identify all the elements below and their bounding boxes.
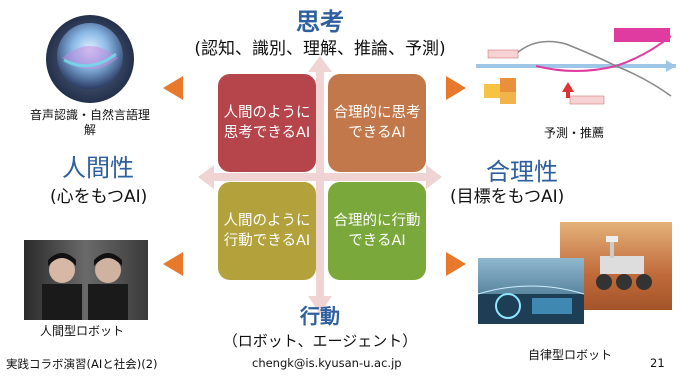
left-axis-title: 人間性 xyxy=(62,154,134,182)
horizontal-axis-arrow-right xyxy=(426,165,442,189)
arrow-right-bottom-icon xyxy=(446,252,466,276)
bottom-axis-subtitle: （ロボット、エージェント） xyxy=(222,332,418,350)
quadrant-act-humanly: 人間のように行動できるAI xyxy=(218,182,316,280)
arrow-left-bottom-icon xyxy=(163,252,183,276)
vertical-axis-arrow-up xyxy=(308,56,332,72)
arrow-right-top-icon xyxy=(446,76,466,100)
vertical-axis-bar xyxy=(316,70,324,298)
two-people-icon xyxy=(42,253,128,320)
siri-caption: 音声認識・自然言語理解 xyxy=(30,108,151,137)
siri-image xyxy=(40,14,140,104)
horizontal-axis-bar xyxy=(210,173,432,181)
right-axis-subtitle: (目標をもつAI) xyxy=(450,187,565,207)
right-axis-title: 合理性 xyxy=(486,158,558,186)
car-dashboard-image xyxy=(478,258,584,324)
arrow-left-top-icon xyxy=(163,76,183,100)
humanoid-robot-image xyxy=(24,240,148,320)
quadrant-think-rationally: 合理的に思考できるAI xyxy=(328,74,426,172)
top-axis-subtitle: (認知、識別、理解、推論、予測) xyxy=(194,39,446,59)
siri-orb-icon xyxy=(46,15,134,103)
prediction-graph-icon xyxy=(476,28,676,105)
prediction-diagram-image xyxy=(476,26,676,122)
vertical-axis-arrow-down xyxy=(308,296,332,314)
quadrant-think-humanly: 人間のように思考できるAI xyxy=(218,74,316,172)
horizontal-axis-arrow-left xyxy=(198,165,214,189)
prediction-caption: 予測・推薦 xyxy=(544,126,605,140)
footer-course-title: 実践コラボ演習(AIと社会)(2) xyxy=(6,357,158,371)
quadrant-act-rationally: 合理的に行動できるAI xyxy=(328,182,426,280)
left-axis-subtitle: (心をもつAI) xyxy=(50,187,148,207)
footer-email: chengk@is.kyusan-u.ac.jp xyxy=(252,356,402,370)
autonomous-caption: 自律型ロボット xyxy=(528,348,613,362)
top-axis-title: 思考 xyxy=(296,8,344,36)
humanoid-caption: 人間型ロボット xyxy=(40,324,125,338)
footer-page-number: 21 xyxy=(650,356,665,370)
siri-label: Siri xyxy=(122,86,139,97)
rover-icon xyxy=(596,236,652,290)
dashboard-icon xyxy=(478,285,584,324)
bottom-axis-title: 行動 xyxy=(300,304,340,328)
